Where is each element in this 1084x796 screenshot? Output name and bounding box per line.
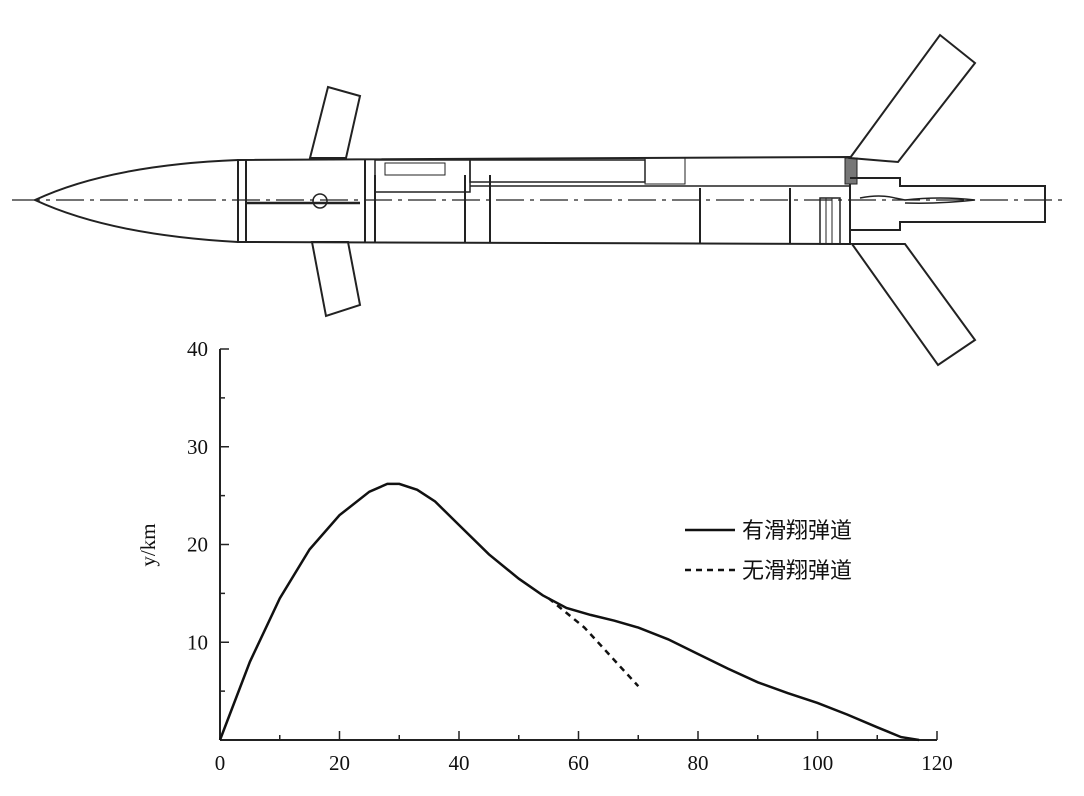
front-canard-top [308,85,362,159]
x-tick-label: 60 [568,751,589,775]
legend-label-with-glide: 有滑翔弹道 [742,519,852,544]
x-axis-tick-labels: 0 20 40 60 80 100 120 [215,751,953,775]
y-axis-label: y/km [136,523,160,566]
x-tick-label: 80 [688,751,709,775]
x-tick-label: 100 [802,751,834,775]
internal-component [644,157,686,185]
rear-ring [819,197,841,245]
front-canard-bottom [310,241,362,318]
internal-section [469,159,646,183]
x-tick-label: 40 [449,751,470,775]
y-tick-label: 40 [187,337,208,361]
y-tick-label: 10 [187,630,208,654]
chart-legend: 有滑翔弹道 无滑翔弹道 [685,519,852,584]
rear-fin-top [848,33,977,164]
y-axis-ticks [220,348,229,741]
y-tick-label: 20 [187,533,208,557]
trajectory-chart: 0 20 40 60 80 100 120 10 20 30 40 y/km 有… [136,337,953,775]
x-tick-label: 120 [921,751,953,775]
series-line-with-glide [218,482,920,742]
y-tick-label: 30 [187,435,208,459]
tail-internal [859,195,976,204]
x-axis-ticks [219,731,938,740]
internal-section [374,159,471,193]
y-axis-tick-labels: 10 20 30 40 [187,337,208,654]
rear-flange [844,157,858,185]
missile-drawing [12,33,1065,367]
missile-nose-cone [32,159,239,243]
missile-nozzle [850,177,1046,231]
legend-label-without-glide: 无滑翔弹道 [742,559,852,584]
internal-component [384,162,446,176]
fuse-component [312,193,328,209]
rear-fin-bottom [850,243,977,367]
x-tick-label: 0 [215,751,226,775]
chart-axes [219,349,937,741]
series-line-without-glide [547,597,640,688]
x-tick-label: 20 [329,751,350,775]
